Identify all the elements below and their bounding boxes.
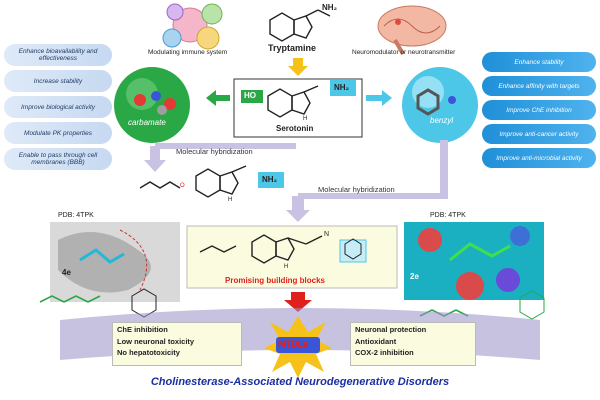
serotonin-structure [267,85,319,118]
outcomes-left-box: ChE inhibition Low neuronal toxicity No … [112,322,242,366]
left-benefit-5: Enable to pass through cell membranes (B… [4,148,112,170]
right-benefit-4: Improve anti-cancer activity [482,124,596,144]
hybrid-nh2: NH₂ [262,175,278,184]
immune-label: Modulating immune system [148,49,228,56]
outcome-left-2: Low neuronal toxicity [117,337,195,346]
pdb-left-label: PDB: 4TPK [58,212,94,219]
left-benefit-3: Improve biological activity [4,96,112,118]
bottom-left-chain [39,295,101,303]
serotonin-h: H [303,116,308,122]
tryptamine-label: Tryptamine [268,43,317,53]
red-down-arrow [284,292,312,312]
down-arrow-tryptamine [288,58,308,76]
pdb-right-label: PDB: 4TPK [430,212,466,219]
outcomes-right-box: Neuronal protection Antioxidant COX-2 in… [350,322,476,366]
left-benefit-1: Enhance bioavailability and effectivenes… [4,44,112,66]
benzyl-label: benzyl [430,116,454,125]
serotonin-label: Serotonin [276,124,314,133]
benzyl-sphere [402,67,478,143]
hybrid-label-right: Molecular hybridization [318,185,395,194]
right-benefit-3: Improve ChE inhibition [482,100,596,120]
carbamate-label: carbamate [128,118,166,127]
ho-highlight [241,90,263,103]
outcome-left-1: ChE inhibition [117,325,168,334]
hybrid-arrow-left [144,146,166,172]
hybrid-structure-top [139,165,247,198]
left-benefit-2: Increase stability [4,70,112,92]
bottom-right-ring [519,290,545,320]
right-benefit-5: Improve anti-microbial activity [482,148,596,168]
building-blocks-caption: Promising building blocks [225,276,326,285]
building-blocks-structure [199,234,323,264]
nh2-highlight [330,80,356,96]
serotonin-ho: HO [244,91,256,100]
hybrid-h: H [228,197,233,203]
pdb-left-id: 4e [62,268,71,277]
tryptamine-nh2: NH₂ [322,3,338,12]
cyan-arrow-right [366,90,392,106]
immune-cells-illustration [162,3,223,50]
serotonin-nh2: NH₂ [334,83,350,92]
hybrid-label-left: Molecular hybridization [176,147,253,156]
outcome-right-2: Antioxidant [355,337,397,346]
tryptamine-structure [269,9,331,42]
building-blocks-n: N [324,231,330,238]
hybrid-arrow-down [286,196,310,222]
right-benefit-1: Enhance stability [482,52,596,72]
neuro-label: Neuromodulator or neurotransmitter [352,49,456,56]
building-blocks-h: H [284,264,289,270]
footer-title: Cholinesterase-Associated Neurodegenerat… [150,376,450,388]
outcome-right-3: COX-2 inhibition [355,348,414,357]
outcome-right-1: Neuronal protection [355,325,427,334]
nh2-highlight-hybrid [258,172,284,188]
green-arrow-left [206,90,230,106]
bottom-left-ring [131,288,157,318]
left-benefit-4: Modulate PK properties [4,122,112,144]
hybrid-o: O [180,183,185,189]
hybrid-arrow-right [440,140,448,196]
outcome-left-3: No hepatotoxicity [117,348,180,357]
mtdls-label: MTDLs [278,339,308,349]
right-benefit-2: Enhance affinity with targets [482,76,596,96]
brain-illustration [377,5,447,55]
pdb-right-id: 2e [410,272,419,281]
